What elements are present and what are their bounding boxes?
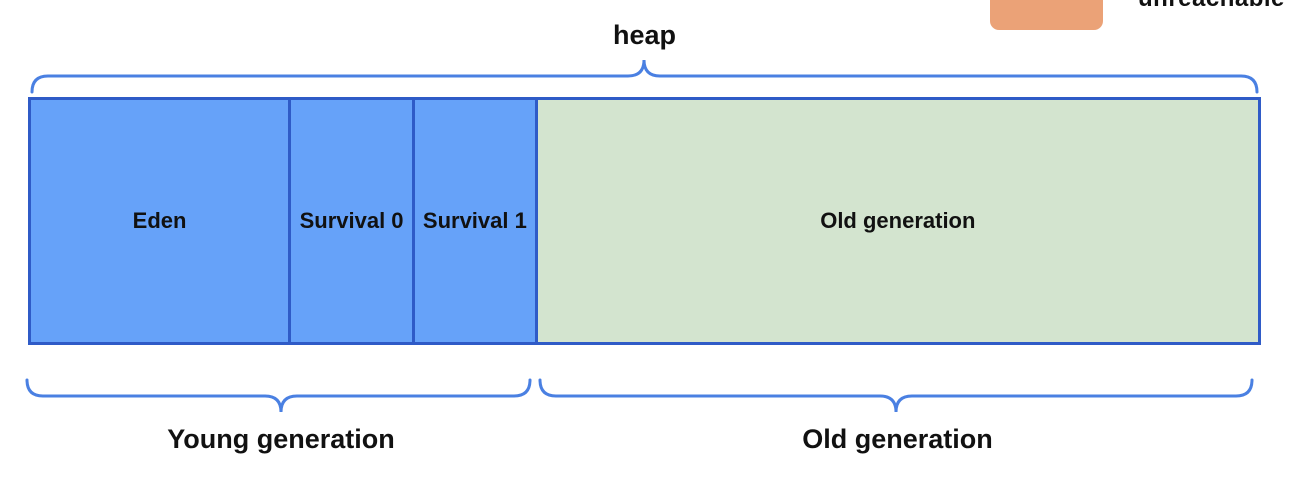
section-survival-0: Survival 0 <box>291 100 416 342</box>
heap-box: Eden Survival 0 Survival 1 Old generatio… <box>28 97 1261 345</box>
old-generation-label: Old generation <box>802 424 993 454</box>
unreachable-color-swatch <box>990 0 1103 30</box>
generation-braces <box>25 378 1254 413</box>
section-old-generation-label: Old generation <box>820 208 976 233</box>
old-generation-brace <box>538 378 1254 413</box>
young-generation-brace <box>25 378 532 413</box>
section-survival-0-label: Survival 0 <box>299 208 404 233</box>
section-eden: Eden <box>31 100 292 342</box>
section-eden-label: Eden <box>132 208 187 233</box>
unreachable-legend-label: unreachable <box>1138 0 1285 13</box>
young-generation-label: Young generation <box>167 424 395 454</box>
section-survival-1: Survival 1 <box>415 100 538 342</box>
section-old-generation: Old generation <box>537 100 1258 342</box>
section-survival-1-label: Survival 1 <box>422 208 527 233</box>
heap-brace <box>30 59 1259 94</box>
heap-title: heap <box>612 20 677 50</box>
